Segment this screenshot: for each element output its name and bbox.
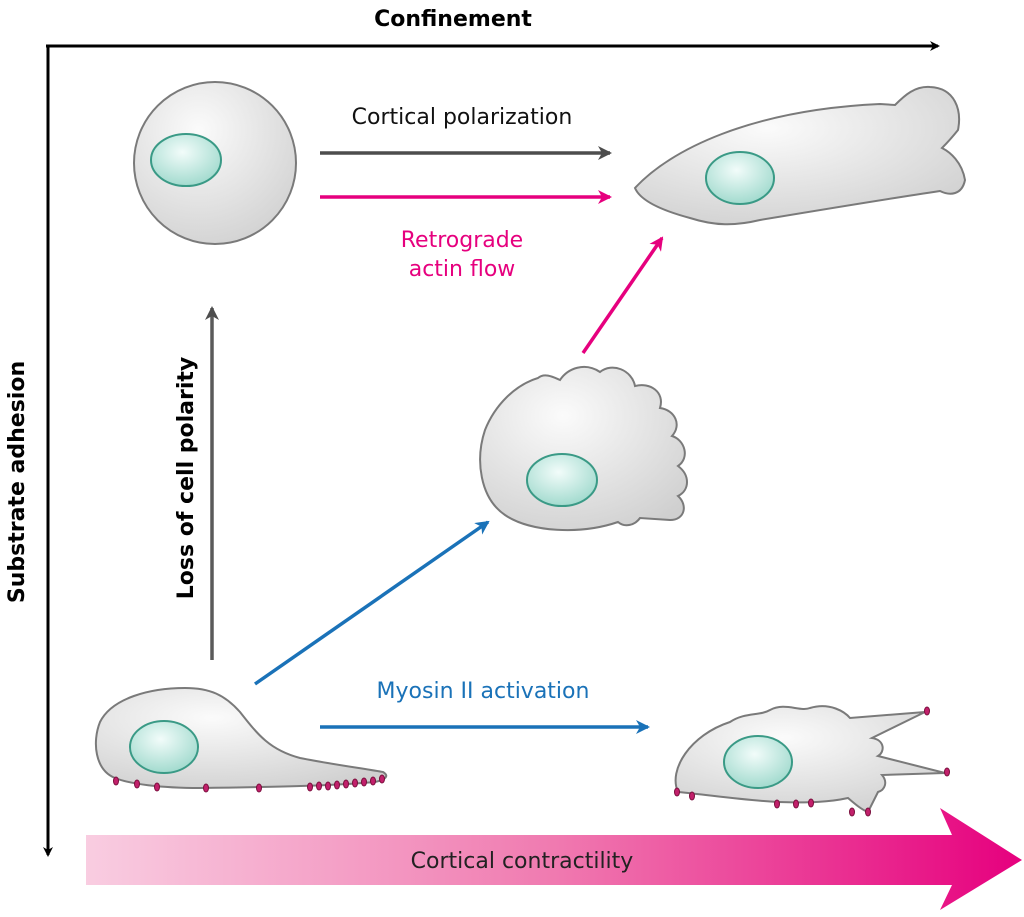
adhesion-site — [865, 807, 871, 817]
loss-of-cell-polarity-label: Loss of cell polarity — [174, 357, 199, 600]
contractile-cell-body — [674, 705, 946, 814]
adhesion-site — [379, 774, 385, 784]
substrate-adhesion-axis: Substrate adhesion — [5, 45, 53, 857]
adhesion-site — [316, 781, 322, 791]
adhesion-site — [307, 782, 313, 792]
cortical-polarization-label: Cortical polarization — [352, 105, 573, 130]
myosin-ii-activation-transition: Myosin II activation — [254, 520, 650, 734]
adhesion-site — [154, 782, 160, 792]
contractile-adhesions — [674, 706, 950, 817]
adhesion-site — [793, 799, 799, 809]
confinement-axis-label: Confinement — [374, 7, 532, 32]
round-cell-nucleus — [150, 133, 222, 187]
adhesion-site — [689, 791, 695, 801]
amoeboid-cell — [633, 85, 967, 226]
adhesion-site — [774, 799, 780, 809]
blebbing-cell — [479, 365, 688, 531]
contractile-cell-nucleus — [723, 735, 793, 789]
mesenchymal-cell-nucleus — [129, 720, 199, 774]
amoeboid-cell-body — [633, 85, 967, 226]
confinement-axis: Confinement — [46, 7, 940, 51]
round-cell — [133, 81, 297, 245]
adhesion-site — [849, 807, 855, 817]
mesenchymal-cell — [94, 686, 388, 793]
adhesion-site — [343, 779, 349, 789]
adhesion-site — [134, 779, 140, 789]
adhesion-site — [113, 776, 119, 786]
retrograde-actin-flow-label-line1: Retrograde — [401, 228, 523, 253]
retrograde-actin-flow-transition: Retrograde actin flow — [320, 190, 664, 354]
mesenchymal-adhesions — [113, 774, 385, 793]
loss-of-cell-polarity-transition: Loss of cell polarity — [174, 306, 219, 660]
adhesion-site — [924, 706, 930, 716]
cortical-polarization-transition: Cortical polarization — [320, 105, 612, 160]
bleb-to-amoeboid-arrow — [581, 236, 664, 354]
contractile-cell — [674, 705, 950, 817]
myosin-ii-activation-label: Myosin II activation — [377, 679, 590, 704]
blebbing-cell-nucleus — [526, 453, 598, 507]
adhesion-site — [944, 767, 950, 777]
substrate-adhesion-axis-label: Substrate adhesion — [5, 361, 30, 603]
mesenchymal-to-bleb-arrow — [254, 520, 490, 686]
adhesion-site — [325, 781, 331, 791]
blebbing-cell-body — [479, 365, 688, 531]
retrograde-actin-flow-label-line2: actin flow — [409, 257, 516, 282]
cortical-contractility-label: Cortical contractility — [411, 849, 634, 874]
cortical-contractility-axis: Cortical contractility — [86, 808, 1022, 910]
adhesion-site — [334, 780, 340, 790]
amoeboid-cell-nucleus — [705, 151, 775, 205]
adhesion-site — [203, 783, 209, 793]
adhesion-site — [361, 777, 367, 787]
adhesion-site — [256, 783, 262, 793]
adhesion-site — [352, 778, 358, 788]
adhesion-site — [674, 787, 680, 797]
adhesion-site — [370, 776, 376, 786]
cortical-contractility-gradient-arrow — [86, 808, 1022, 910]
adhesion-site — [808, 798, 814, 808]
